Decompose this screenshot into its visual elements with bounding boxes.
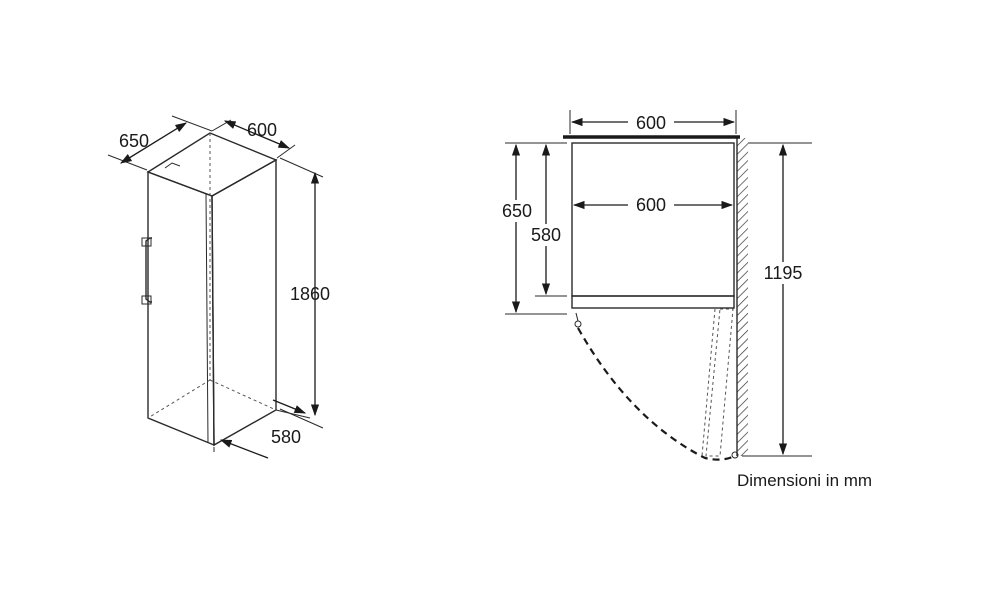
door-swing-arc bbox=[577, 327, 736, 461]
inner-width-label-600: 600 bbox=[636, 195, 666, 215]
top-width-label-600: 600 bbox=[636, 113, 666, 133]
door-open bbox=[705, 308, 734, 457]
wall-hatch bbox=[737, 138, 748, 456]
units-note: Dimensioni in mm bbox=[737, 471, 872, 490]
width-label-600: 600 bbox=[247, 120, 277, 140]
depth-label-650: 650 bbox=[119, 131, 149, 151]
height-label-1860: 1860 bbox=[290, 284, 330, 304]
fridge-side-face bbox=[211, 158, 277, 447]
fridge-front-face bbox=[147, 170, 215, 447]
outer-depth-label-650: 650 bbox=[502, 201, 532, 221]
cabinet-body bbox=[571, 142, 735, 297]
hinge-left bbox=[574, 320, 582, 328]
hinge-right bbox=[731, 451, 739, 459]
base-depth-label-580: 580 bbox=[271, 427, 301, 447]
top-view-plan: 600 600 650 580 1195 bbox=[496, 110, 812, 461]
inner-depth-label-580: 580 bbox=[531, 225, 561, 245]
fridge-top-face bbox=[146, 132, 278, 197]
isometric-fridge-view: 650 600 1860 580 bbox=[107, 115, 330, 459]
open-depth-label-1195: 1195 bbox=[764, 263, 803, 283]
door-closed bbox=[571, 295, 735, 309]
door-handle bbox=[145, 237, 152, 303]
